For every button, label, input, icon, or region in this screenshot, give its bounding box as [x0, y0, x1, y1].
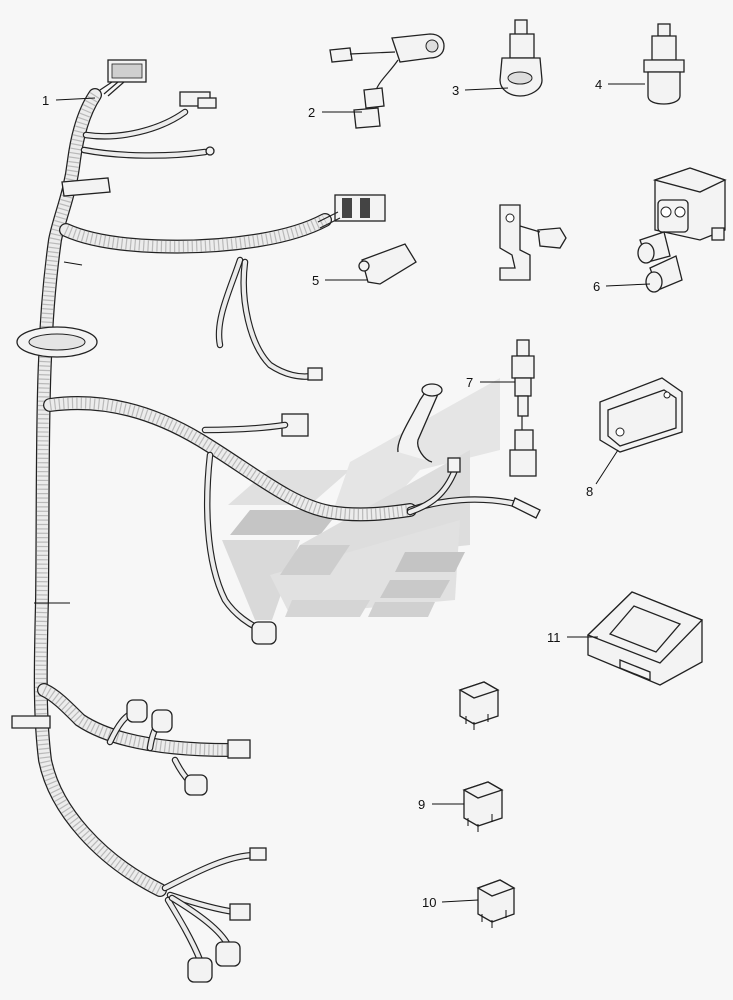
- callout-9: 9: [418, 797, 425, 812]
- relay-unnumbered: [458, 681, 500, 730]
- mounting-bracket: [499, 204, 567, 281]
- callout-2: 2: [308, 105, 315, 120]
- callout-5: 5: [312, 273, 319, 288]
- callout-4: 4: [595, 77, 602, 92]
- part-4-sensor: [643, 23, 685, 105]
- part-7-oxygen-sensor: [397, 339, 537, 477]
- callout-6: 6: [593, 279, 600, 294]
- callout-8: 8: [586, 484, 593, 499]
- wiring-harness: [11, 59, 541, 983]
- callout-3: 3: [452, 83, 459, 98]
- callout-11: 11: [547, 630, 561, 645]
- callout-labels: 1 2 3 4 5 6 7 8 9 10 11: [42, 77, 602, 910]
- callout-10: 10: [422, 895, 436, 910]
- part-10-relay: [476, 879, 516, 928]
- part-2-crank-sensor: [329, 33, 445, 129]
- part-6-valve: [637, 167, 727, 293]
- part-8-bracket-box: [599, 377, 683, 453]
- part-11-ecu: [586, 591, 704, 686]
- leader-lines: [55, 83, 651, 903]
- part-9-relay: [462, 781, 504, 832]
- part-5-sensor: [358, 243, 417, 285]
- callout-7: 7: [466, 375, 473, 390]
- part-3-sensor: [499, 19, 543, 97]
- callout-1: 1: [42, 93, 49, 108]
